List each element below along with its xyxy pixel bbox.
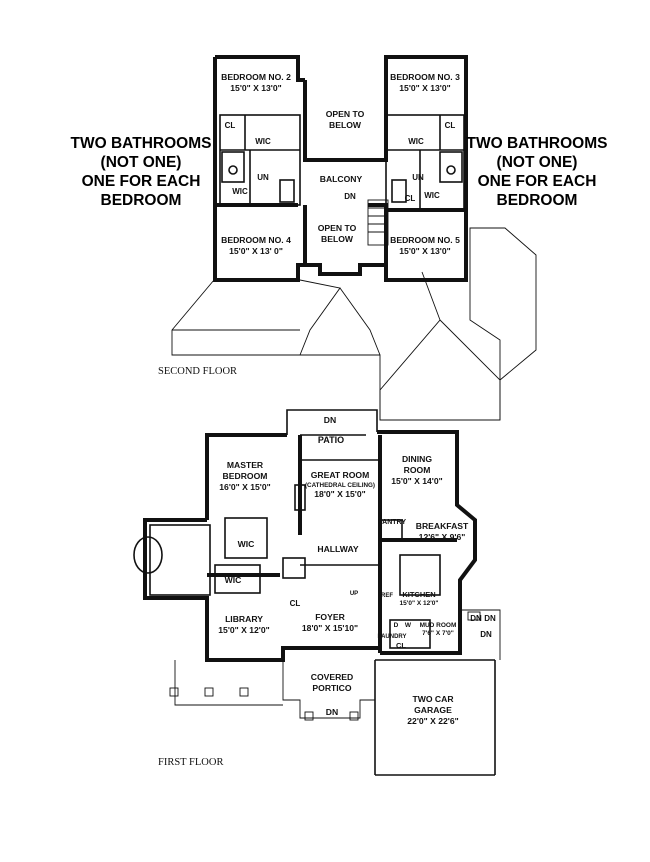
right-bath-walls — [385, 114, 465, 211]
garage-line1: TWO CAR — [412, 694, 454, 704]
breakfast-size: 12'6" X 9'6" — [419, 532, 466, 542]
right-annotation-line3: ONE FOR EACH — [478, 173, 597, 190]
hallway-label: HALLWAY — [317, 544, 358, 554]
right-closet-label: CL — [445, 121, 456, 130]
breakfast-name: BREAKFAST — [416, 521, 469, 531]
garage-size: 22'0" X 22'6" — [407, 716, 458, 726]
master-bedroom-line1: MASTER — [227, 460, 264, 470]
left-annotation-line2: (NOT ONE) — [101, 154, 182, 171]
bedroom-4-name: BEDROOM NO. 4 — [221, 235, 291, 245]
great-room-note: (CATHEDRAL CEILING) — [305, 482, 375, 489]
second-floor-plan: BEDROOM NO. 2 15'0" X 13'0" BEDROOM NO. … — [158, 55, 537, 421]
open-to-below-top-line1: OPEN TO — [326, 109, 365, 119]
kitchen-size: 15'0" X 12'0" — [400, 600, 439, 607]
portico-dn-label: DN — [326, 707, 338, 717]
portico-line1: COVERED — [311, 672, 354, 682]
left-annotation-line1: TWO BATHROOMS — [71, 135, 212, 152]
master-wic-lower-label: WIC — [225, 575, 242, 585]
stair — [367, 199, 389, 246]
stair-up-label: UP — [350, 591, 358, 597]
left-annotation-line4: BEDROOM — [101, 192, 182, 209]
patio-dn-label: DN — [324, 415, 336, 425]
right-annotation-line2: (NOT ONE) — [497, 154, 578, 171]
washer-label: W — [405, 622, 412, 629]
left-annotation-line3: ONE FOR EACH — [82, 173, 201, 190]
right-wic-lower-label: WIC — [424, 191, 440, 200]
laundry-label: LAUNDRY — [377, 634, 406, 640]
garage-exterior — [460, 609, 501, 660]
second-floor-walls — [213, 55, 468, 282]
patio-outline — [286, 409, 378, 436]
bedroom-2-size: 15'0" X 13'0" — [230, 83, 281, 93]
dryer-label: D — [394, 622, 399, 629]
mud-room-name: MUD ROOM — [420, 622, 457, 629]
pantry-label: PANTRY — [378, 519, 406, 526]
left-bath-walls — [219, 114, 301, 206]
open-to-below-bottom-line2: BELOW — [321, 234, 354, 244]
balcony-label: BALCONY — [320, 174, 363, 184]
laundry-closet-label: CL — [396, 641, 406, 650]
foyer-size: 18'0" X 15'10" — [302, 623, 358, 633]
open-to-below-top-line2: BELOW — [329, 120, 362, 130]
patio-label: PATIO — [318, 435, 344, 445]
left-annotation: TWO BATHROOMS (NOT ONE) ONE FOR EACH BED… — [71, 135, 212, 209]
right-wic-upper-label: WIC — [408, 137, 424, 146]
left-un-label: UN — [257, 173, 269, 182]
foyer-name: FOYER — [315, 612, 345, 622]
master-bedroom-line2: BEDROOM — [223, 471, 268, 481]
right-annotation-line1: TWO BATHROOMS — [467, 135, 608, 152]
bedroom-3-size: 15'0" X 13'0" — [399, 83, 450, 93]
roof-lines — [171, 227, 537, 421]
right-annotation: TWO BATHROOMS (NOT ONE) ONE FOR EACH BED… — [467, 135, 608, 209]
great-room-size: 18'0" X 15'0" — [314, 489, 365, 499]
master-bedroom-size: 16'0" X 15'0" — [219, 482, 270, 492]
library-name: LIBRARY — [225, 614, 263, 624]
first-floor-caption: FIRST FLOOR — [158, 757, 223, 768]
foyer-closet-label: CL — [290, 599, 301, 608]
bedroom-5-size: 15'0" X 13'0" — [399, 246, 450, 256]
second-floor-caption: SECOND FLOOR — [158, 366, 237, 377]
dining-room-line2: ROOM — [404, 465, 431, 475]
open-to-below-bottom-line1: OPEN TO — [318, 223, 357, 233]
stair-dn-label: DN — [344, 192, 356, 201]
first-floor-inner — [133, 459, 496, 776]
bedroom-3-name: BEDROOM NO. 3 — [390, 72, 460, 82]
bedroom-2-name: BEDROOM NO. 2 — [221, 72, 291, 82]
bedroom-5-name: BEDROOM NO. 5 — [390, 235, 460, 245]
left-wic-lower-label: WIC — [232, 187, 248, 196]
right-annotation-line4: BEDROOM — [497, 192, 578, 209]
right-un-label: UN — [412, 173, 424, 182]
garage-dn-lower: DN — [480, 630, 492, 639]
first-floor-plan: DN PATIO MASTER BEDROOM 16'0" X 15'0" GR… — [133, 409, 501, 776]
garage-dn-upper: DN — [470, 614, 482, 623]
library-size: 15'0" X 12'0" — [218, 625, 269, 635]
master-wic-upper-label: WIC — [238, 539, 255, 549]
right-closet-lower-label: CL — [405, 194, 416, 203]
kitchen-name: KITCHEN — [402, 590, 435, 599]
refrigerator-label: REF — [381, 593, 393, 599]
bedroom-4-size: 15'0" X 13' 0" — [229, 246, 283, 256]
great-room-name: GREAT ROOM — [311, 470, 370, 480]
garage-line2: GARAGE — [414, 705, 452, 715]
dining-room-line1: DINING — [402, 454, 432, 464]
left-closet-label: CL — [225, 121, 236, 130]
left-wic-upper-label: WIC — [255, 137, 271, 146]
garage-dn-right: DN — [484, 614, 496, 623]
mud-room-size: 7'6" X 7'0" — [422, 630, 454, 637]
portico — [169, 648, 375, 721]
portico-line2: PORTICO — [312, 683, 351, 693]
dining-room-size: 15'0" X 14'0" — [391, 476, 442, 486]
first-floor-walls — [143, 430, 477, 662]
